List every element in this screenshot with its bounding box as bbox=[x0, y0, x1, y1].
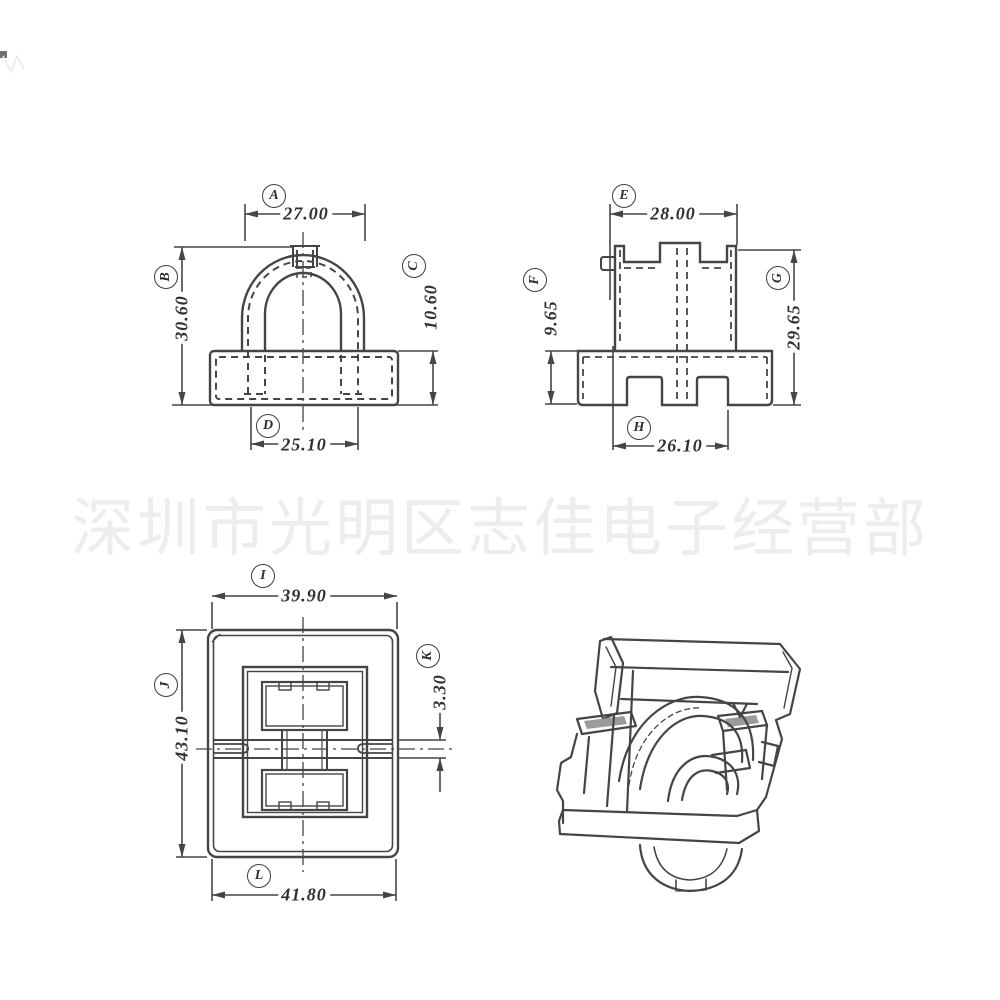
dim-g-value: 29.65 bbox=[783, 301, 805, 353]
dim-b-letter-text: B bbox=[158, 272, 173, 282]
dim-l-letter-text: L bbox=[254, 868, 264, 883]
dim-e-letter-text: E bbox=[619, 188, 629, 203]
dim-j-value: 43.10 bbox=[171, 712, 193, 764]
dim-h-letter-text: H bbox=[633, 420, 645, 435]
dim-d-letter: D bbox=[256, 414, 280, 438]
dim-c-value: 10.60 bbox=[420, 281, 442, 333]
dim-c-letter-text: C bbox=[406, 261, 421, 271]
dim-k-value: 3.30 bbox=[429, 671, 451, 713]
front-base bbox=[208, 349, 400, 407]
front-dimension-lines bbox=[172, 204, 438, 450]
dim-c-letter: C bbox=[402, 254, 426, 278]
dim-f-value: 9.65 bbox=[540, 297, 562, 339]
top-view bbox=[176, 592, 452, 901]
watermark-text: 深圳市光明区志佳电子经营部 bbox=[71, 492, 929, 565]
dim-a-letter-text: A bbox=[269, 188, 279, 203]
dim-g-letter-text: G bbox=[770, 272, 785, 284]
dim-e-letter: E bbox=[612, 184, 636, 208]
dim-j-letter-text: J bbox=[158, 681, 173, 689]
dim-b-value: 30.60 bbox=[171, 292, 193, 344]
dim-a-value: 27.00 bbox=[280, 203, 332, 225]
top-middle-band bbox=[213, 739, 393, 759]
corner-artifact bbox=[0, 51, 25, 74]
side-base bbox=[576, 349, 774, 407]
top-dimension-lines bbox=[176, 592, 452, 901]
isometric-view bbox=[555, 635, 802, 893]
dim-f-letter: F bbox=[523, 268, 547, 292]
side-view bbox=[545, 204, 801, 450]
dim-d-value: 25.10 bbox=[278, 434, 330, 456]
dim-g-letter: G bbox=[766, 266, 790, 290]
dim-i-letter-text: I bbox=[260, 568, 266, 583]
dim-f-letter-text: F bbox=[527, 275, 542, 285]
dim-l-letter: L bbox=[247, 864, 271, 888]
dim-k-letter: K bbox=[416, 644, 440, 668]
dim-d-letter-text: D bbox=[262, 418, 274, 433]
front-arch bbox=[240, 245, 366, 395]
dim-l-value: 41.80 bbox=[278, 884, 330, 906]
dim-a-letter: A bbox=[262, 184, 286, 208]
dim-h-value: 26.10 bbox=[654, 435, 706, 457]
dim-k-letter-text: K bbox=[420, 651, 435, 661]
dim-h-letter: H bbox=[627, 416, 651, 440]
dim-b-letter: B bbox=[154, 265, 178, 289]
top-inner-frame bbox=[241, 665, 369, 819]
front-view bbox=[172, 204, 438, 450]
dim-e-value: 28.00 bbox=[647, 203, 699, 225]
side-body bbox=[600, 241, 738, 399]
dim-i-letter: I bbox=[251, 564, 275, 588]
dim-i-value: 39.90 bbox=[278, 585, 330, 607]
side-dimension-lines bbox=[545, 204, 801, 450]
dim-j-letter: J bbox=[154, 673, 178, 697]
